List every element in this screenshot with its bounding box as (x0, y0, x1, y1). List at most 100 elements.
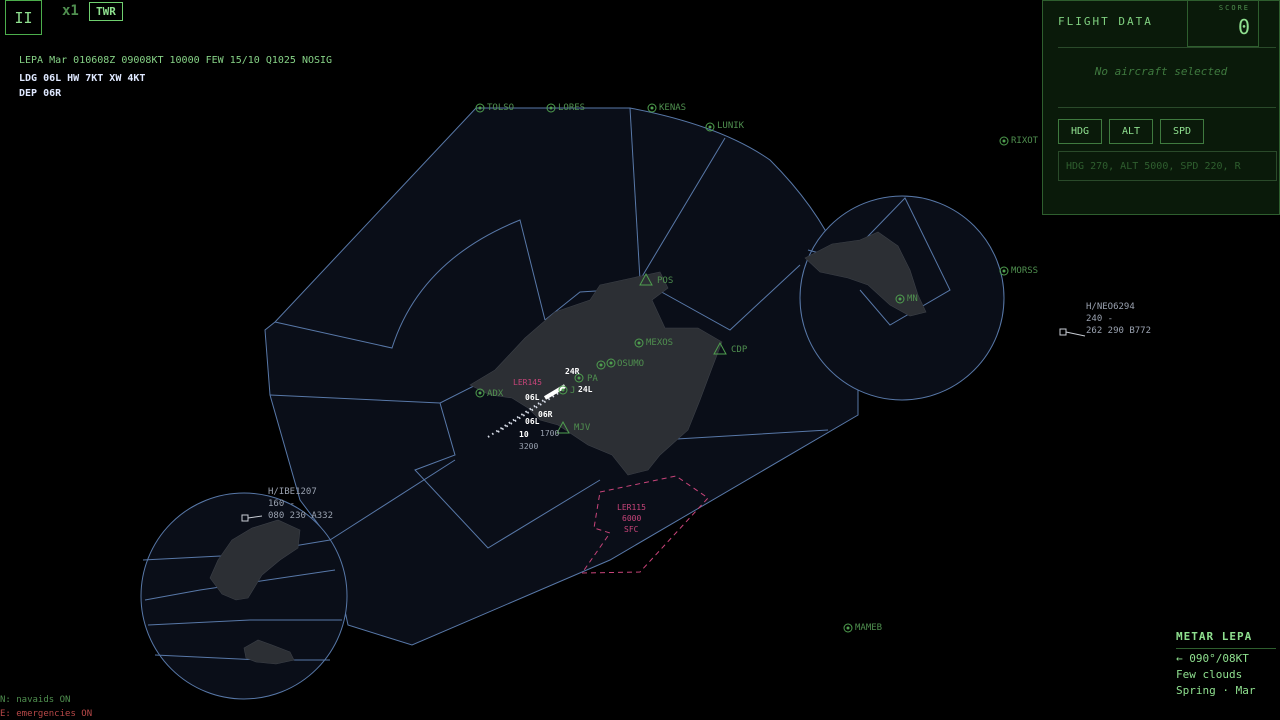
atis-departure-line: DEP 06R (19, 88, 62, 99)
restricted-ceiling-ler115: 6000 (622, 514, 641, 523)
waypoint-dot-pa (577, 376, 581, 380)
waypoint-dot-osumo (599, 363, 603, 367)
waypoint-label-kenas: KENAS (659, 103, 686, 113)
runway-area (487, 384, 567, 438)
divider (1176, 648, 1276, 649)
navaids-toggle-status[interactable]: N: navaids ON (0, 695, 71, 705)
heading-button[interactable]: HDG (1058, 119, 1102, 144)
runway-label-06l-upper: 06L (525, 393, 540, 402)
waypoints (475, 103, 1009, 633)
command-input[interactable] (1058, 151, 1277, 181)
waypoint-label-osumo: OSUMO (617, 359, 644, 369)
waypoint-marker-mexos (634, 338, 644, 348)
aircraft-target-neo6294[interactable] (1059, 328, 1067, 336)
waypoint-dot-lores (549, 106, 553, 110)
restricted-label-ler145: LER145 (513, 378, 542, 387)
emergencies-toggle-status[interactable]: E: emergencies ON (0, 709, 93, 719)
metar-clouds: Few clouds (1176, 668, 1243, 681)
sim-speed-indicator[interactable]: x1 (62, 3, 79, 19)
runway-label-06l-lower: 06L (525, 417, 540, 426)
waypoint-dot-rixot (1002, 139, 1006, 143)
waypoint-label-tolso: TOLSO (487, 103, 514, 113)
runway-label-24r: 24R (565, 367, 580, 376)
waypoint-dot-adx (478, 391, 482, 395)
no-selection-message: No aircraft selected (1094, 65, 1228, 78)
metar-wind: ← 090°/08KT (1176, 652, 1249, 665)
aircraft-callsign-ibe1207[interactable]: H/IBE1207 (268, 487, 317, 497)
waypoint-label-mameb: MAMEB (855, 623, 882, 633)
waypoint-dot-osumo2 (609, 361, 613, 365)
waypoint-label-mjv: MJV (574, 423, 591, 433)
waypoint-label-pos: POS (657, 276, 673, 286)
waypoint-dot-j (561, 388, 565, 392)
divider (1058, 107, 1276, 108)
waypoint-label-morss: MORSS (1011, 266, 1038, 276)
score-label: SCORE (1218, 4, 1250, 12)
ibiza-island (209, 519, 301, 601)
waypoint-marker-lunik (705, 122, 715, 132)
aircraft-heading-vector-neo6294 (1065, 331, 1086, 337)
divider (1058, 47, 1276, 48)
score-box: SCORE 0 (1187, 0, 1259, 47)
waypoint-marker-adx (475, 388, 485, 398)
aircraft-callsign-neo6294[interactable]: H/NEO6294 (1086, 302, 1135, 312)
waypoint-label-cdp: CDP (731, 345, 748, 355)
waypoint-label-mexos: MEXOS (646, 338, 673, 348)
altitude-label-1700: 1700 (540, 429, 559, 438)
waypoint-dot-tolso (478, 106, 482, 110)
aircraft-data-neo6294: 262 290 B772 (1086, 326, 1151, 336)
runway-label-06r: 06R (538, 410, 553, 419)
metar-box: METAR LEPA ← 090°/08KT Few clouds Spring… (1176, 630, 1276, 697)
waypoint-label-pa: PA (587, 374, 598, 384)
waypoint-dot-morss (1002, 269, 1006, 273)
speed-button[interactable]: SPD (1160, 119, 1204, 144)
waypoint-marker-morss (999, 266, 1009, 276)
vor-marker-cdp (713, 341, 727, 355)
waypoint-label-adx: ADX (487, 389, 504, 399)
aircraft-altitude-neo6294: 240 - (1086, 314, 1113, 324)
altitude-label-3200: 3200 (519, 442, 538, 451)
metar-title: METAR LEPA (1176, 630, 1253, 643)
waypoint-dot-lunik (708, 125, 712, 129)
waypoint-marker-rixot (999, 136, 1009, 146)
score-value: 0 (1237, 15, 1250, 39)
vor-marker-mjv (556, 420, 570, 434)
flight-data-panel: FLIGHT DATA SCORE 0 No aircraft selected… (1042, 0, 1280, 215)
waypoint-label-lores: LORES (558, 103, 585, 113)
restricted-areas (581, 475, 709, 574)
waypoint-label-lunik: LUNIK (717, 121, 745, 131)
waypoint-label-j: J (570, 386, 575, 396)
aircraft-data-ibe1207: 080 230 A332 (268, 511, 333, 521)
altitude-label-10: 10 (519, 430, 529, 439)
aircraft-heading-vector-ibe1207 (247, 515, 263, 519)
waypoint-marker-osumo2 (606, 358, 616, 368)
waypoint-marker-kenas (647, 103, 657, 113)
waypoint-marker-mameb (843, 623, 853, 633)
islands (209, 231, 927, 665)
waypoint-dot-menorca (898, 297, 902, 301)
waypoint-marker-menorca (895, 294, 905, 304)
formentera-island (243, 639, 295, 665)
pause-icon: II (14, 8, 33, 27)
waypoint-dot-mameb (846, 626, 850, 630)
mallorca-island (469, 271, 723, 476)
waypoint-dot-kenas (650, 106, 654, 110)
altitude-button[interactable]: ALT (1109, 119, 1153, 144)
waypoint-label-menorca: MN (907, 294, 918, 304)
restricted-floor-ler115: SFC (624, 525, 639, 534)
menorca-island (804, 231, 927, 317)
waypoint-marker-tolso (475, 103, 485, 113)
waypoint-marker-j (558, 385, 568, 395)
atis-landing-line: LDG 06L HW 7KT XW 4KT (19, 73, 146, 84)
restricted-area-ler115 (581, 475, 709, 574)
waypoint-dot-mexos (637, 341, 641, 345)
vor-marker-pos (639, 272, 653, 286)
aircraft-layer[interactable] (241, 328, 1086, 522)
atis-metar-line: LEPA Mar 010608Z 09008KT 10000 FEW 15/10… (19, 55, 333, 66)
runway-label-24l: 24L (578, 385, 593, 394)
metar-season: Spring · Mar (1176, 684, 1256, 697)
tower-mode-button[interactable]: TWR (89, 2, 123, 21)
aircraft-altitude-ibe1207: 160 - (268, 499, 295, 509)
pause-button[interactable]: II (5, 0, 42, 35)
